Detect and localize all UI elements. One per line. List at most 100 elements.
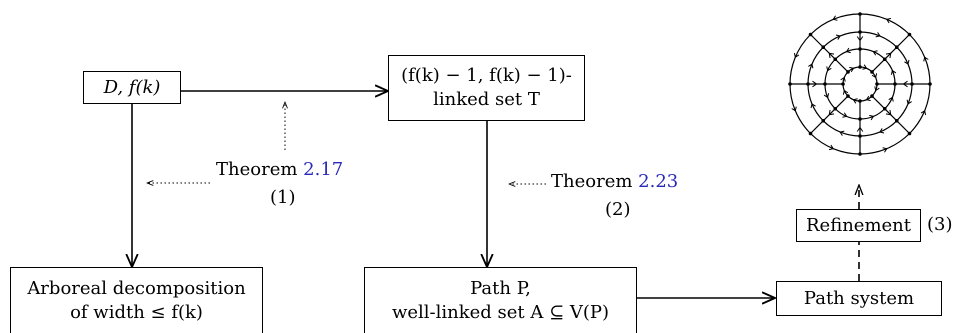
wheel-ring-arrow-4-1 <box>885 17 892 24</box>
wheel-ring-arrow-2-3 <box>888 96 894 102</box>
theorem2-label: Theorem 2.23 <box>551 170 678 194</box>
wheel-ring-arrow-3-1 <box>875 32 881 38</box>
arboreal-line1: Arboreal decomposition <box>27 277 246 299</box>
wheel-node-2-4 <box>907 32 912 37</box>
theorem1-case-text: (1) <box>270 187 296 208</box>
start-node-label: D, f(k) <box>103 76 161 98</box>
wheel-node-7-4 <box>788 82 792 86</box>
wheel-node-5-3 <box>858 134 862 138</box>
wheel-node-8-1 <box>846 70 850 74</box>
wheel-node-6-1 <box>846 94 850 98</box>
wheel-ring-arrow-4-2 <box>923 56 929 62</box>
wheel-ring-arrow-2-4 <box>869 114 875 121</box>
wheel-node-3-1 <box>875 82 879 86</box>
theorem2-case: (2) <box>605 198 631 222</box>
case3-label: (3) <box>927 213 953 237</box>
wheel-node-2-2 <box>882 57 887 62</box>
theorem1-label: Theorem 2.17 <box>216 158 343 182</box>
path-line1: Path P, <box>470 277 531 299</box>
wheel-node-1-1 <box>858 65 862 69</box>
theorem2-case-text: (2) <box>605 199 631 220</box>
path-node: Path P, well-linked set A ⊆ V(P) <box>364 267 637 333</box>
wheel-node-5-4 <box>858 152 862 156</box>
wheel-node-3-2 <box>893 82 897 86</box>
wheel-spoke-arrow-2 <box>885 52 892 59</box>
wheel-ring-arrow-2-5 <box>842 112 848 118</box>
wheel-node-7-3 <box>806 82 810 86</box>
refinement-node: Refinement <box>796 209 921 242</box>
linked-set-node: (f(k) − 1, f(k) − 1)- linked set T <box>388 55 585 121</box>
wheel-ring-arrow-1-4 <box>865 95 871 102</box>
theorem2-ref[interactable]: 2.23 <box>638 171 679 192</box>
wheel-ring-arrow-2-7 <box>826 66 832 72</box>
theorem1-prefix: Theorem <box>216 159 304 180</box>
wheel-node-2-3 <box>894 45 899 50</box>
wheel-node-6-2 <box>833 106 838 111</box>
wheel-node-2-1 <box>870 70 874 74</box>
wheel-node-4-4 <box>907 131 912 136</box>
linked-set-line1: (f(k) − 1, f(k) − 1)- <box>401 65 572 86</box>
path-system-node: Path system <box>776 281 942 316</box>
wheel-node-4-2 <box>882 106 887 111</box>
arboreal-line2: of width ≤ f(k) <box>70 301 203 323</box>
wheel-ring-arrow-1-2 <box>871 73 878 79</box>
wheel-spoke-arrow-3 <box>902 80 908 88</box>
wheel-node-3-4 <box>928 82 932 86</box>
wheel-ring-arrow-1-7 <box>840 76 846 82</box>
wheel-node-5-2 <box>858 117 862 121</box>
wheel-ring-arrow-2-8 <box>845 47 851 54</box>
wheel-ring-arrow-4-7 <box>793 52 800 59</box>
wheel-ring-arrow-1-5 <box>852 98 858 104</box>
wheel-node-6-3 <box>821 118 826 123</box>
theorem2-prefix: Theorem <box>551 171 639 192</box>
arboreal-node: Arboreal decomposition of width ≤ f(k) <box>10 267 263 333</box>
wheel-node-7-1 <box>841 82 845 86</box>
wheel-node-8-3 <box>821 45 826 50</box>
wheel-node-4-3 <box>894 118 899 123</box>
wheel-node-7-2 <box>823 82 827 86</box>
wheel-ring-arrow-3-5 <box>839 130 845 136</box>
wheel-ring-arrow-2-6 <box>823 93 830 99</box>
wheel-ring-arrow-2-2 <box>890 69 897 75</box>
path-line2: well-linked set A ⊆ V(P) <box>391 301 610 323</box>
wheel-ring-arrow-3-4 <box>879 128 885 134</box>
wheel-spoke-arrow-7 <box>812 80 818 88</box>
wheel-node-8-4 <box>808 32 813 37</box>
wheel-node-3-3 <box>910 82 914 86</box>
theorem1-case: (1) <box>270 186 296 210</box>
wheel-ring-arrow-4-6 <box>791 106 797 112</box>
path-system-label: Path system <box>803 287 915 309</box>
wheel-ring-arrow-2-1 <box>872 50 878 56</box>
wheel-ring-arrow-1-6 <box>842 89 849 95</box>
wheel-spoke-arrow-1 <box>856 36 864 42</box>
wheel-ring-arrow-4-5 <box>828 144 835 151</box>
refinement-label: Refinement <box>805 214 911 236</box>
start-node: D, f(k) <box>83 71 181 104</box>
wheel-spoke-arrow-6 <box>828 109 835 116</box>
wheel-illustration <box>788 12 932 156</box>
wheel-ring-arrow-4-4 <box>882 147 888 153</box>
wheel-ring-arrow-4-8 <box>832 15 838 21</box>
wheel-spoke-arrow-4 <box>885 109 892 116</box>
wheel-ring-arrow-3-7 <box>808 63 814 69</box>
case3-text: (3) <box>927 214 953 235</box>
wheel-ring-arrow-4-3 <box>920 109 927 116</box>
wheel-ring-arrow-3-3 <box>906 99 912 105</box>
wheel-node-8-2 <box>833 57 838 62</box>
wheel-node-5-1 <box>858 99 862 103</box>
wheel-ring-arrow-3-8 <box>835 34 841 40</box>
theorem1-ref[interactable]: 2.17 <box>303 159 344 180</box>
wheel-node-6-4 <box>808 131 813 136</box>
wheel-spoke-arrow-8 <box>828 52 835 59</box>
wheel-node-4-1 <box>870 94 874 98</box>
wheel-spoke-arrow-5 <box>856 126 864 132</box>
wheel-ring-arrow-1-8 <box>849 66 855 73</box>
linked-set-line2: linked set T <box>433 89 540 110</box>
wheel-ring-arrow-3-6 <box>810 103 816 109</box>
wheel-node-1-4 <box>858 12 862 16</box>
wheel-ring-arrow-1-3 <box>874 86 880 92</box>
wheel-node-1-3 <box>858 30 862 34</box>
wheel-ring-arrow-3-2 <box>904 59 910 65</box>
wheel-ring-arrow-1-1 <box>862 64 868 70</box>
wheel-node-1-2 <box>858 47 862 51</box>
